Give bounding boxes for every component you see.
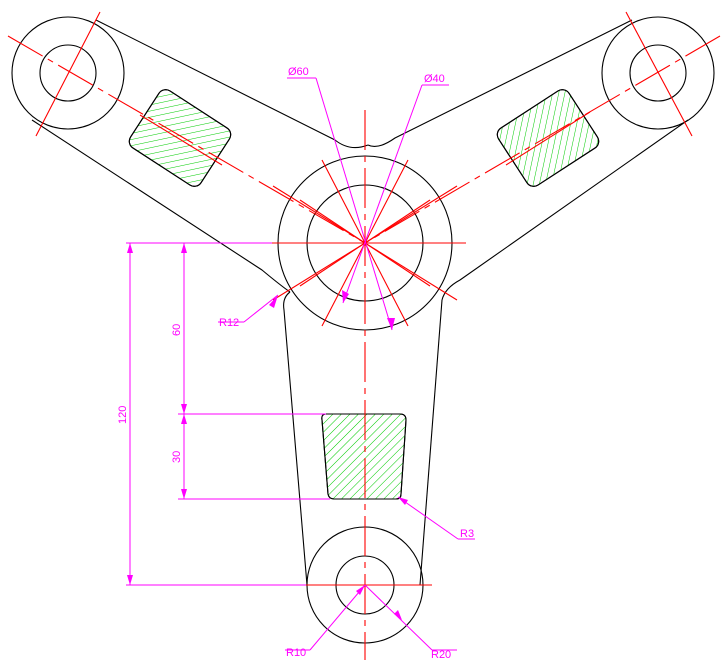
- dim-boss-radii: R10 R20: [285, 584, 457, 661]
- slot-bottom: [321, 413, 407, 500]
- dim-fillet-r3: R3: [397, 496, 475, 540]
- arm-top-right-upper-edge: [367, 19, 633, 147]
- dim-dia-inner: Ø40: [342, 73, 449, 304]
- dimensions: Ø60 Ø40 R12 R3 R10: [117, 66, 475, 661]
- boss-top-right-inner: [629, 44, 687, 102]
- center-line-arm-top-right: [364, 35, 721, 244]
- boss-top-right-outer: [601, 16, 715, 130]
- dim-fillet-r12: R12: [218, 294, 279, 329]
- dim-label-dia-outer: Ø60: [288, 66, 309, 78]
- part-outline: [11, 16, 715, 644]
- center-line-slot-top-left: [139, 114, 223, 166]
- center-line-boss-top-right: [625, 11, 693, 137]
- boss-top-left-outer: [11, 16, 125, 130]
- arm-bottom-right-edge: [419, 299, 443, 586]
- center-line-arm-top-left: [7, 35, 366, 244]
- center-line-slot-top-right: [505, 111, 591, 166]
- slot-top-left: [128, 89, 232, 187]
- dim-label-r12: R12: [219, 317, 239, 329]
- hatched-slots: [128, 89, 600, 500]
- dim-linear: 60 30 120: [117, 242, 330, 586]
- dim-label-30: 30: [171, 451, 183, 463]
- dim-label-120: 120: [117, 406, 129, 424]
- dim-label-r10: R10: [286, 647, 306, 659]
- dim-dia-outer: Ø60: [287, 66, 395, 331]
- dim-label-60: 60: [171, 324, 183, 336]
- boss-top-left-inner: [39, 44, 97, 102]
- center-lines: [7, 11, 721, 660]
- arm-bottom-left-edge: [283, 291, 308, 586]
- center-line-boss-top-left: [35, 11, 101, 137]
- dim-label-r3: R3: [460, 528, 474, 540]
- dim-label-r20: R20: [431, 649, 451, 661]
- dim-label-dia-inner: Ø40: [424, 73, 445, 85]
- arm-top-right-lower-edge: [441, 119, 689, 301]
